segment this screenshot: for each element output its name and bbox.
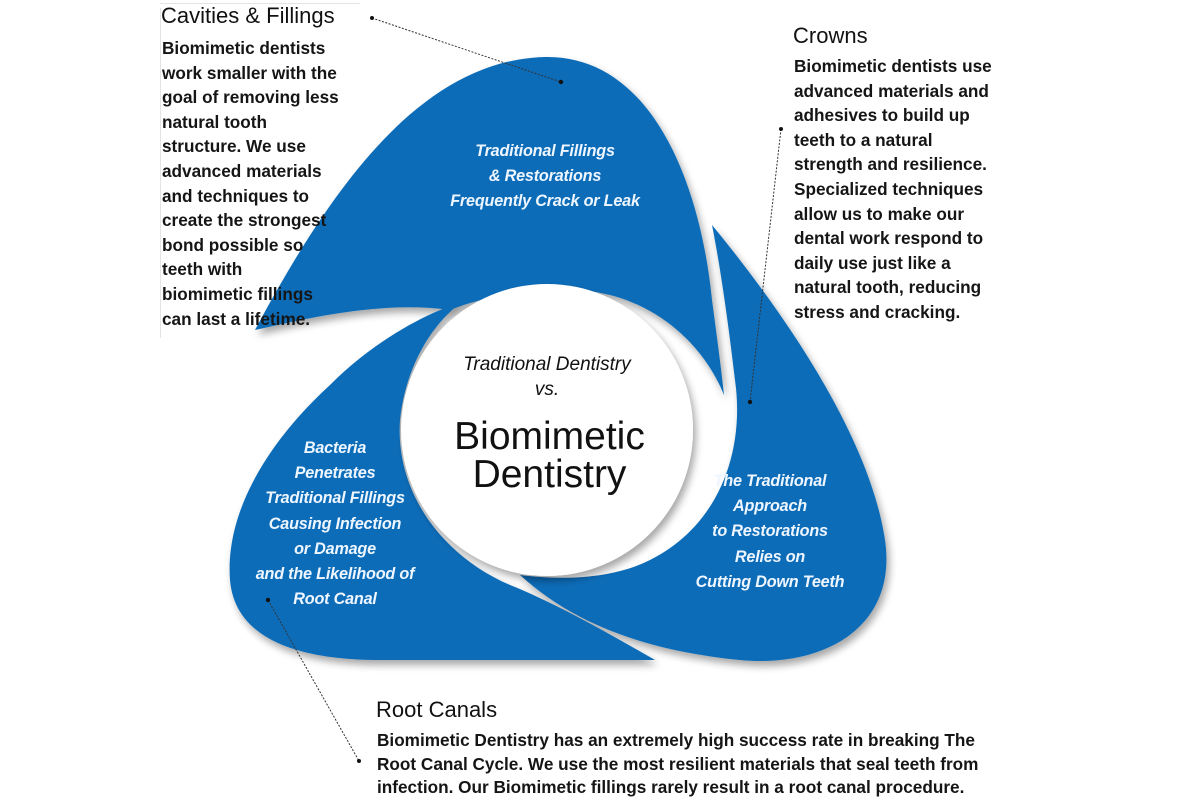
leader-dot xyxy=(265,597,271,603)
text-line: Biomimetic Dentistry has an extremely hi… xyxy=(377,730,975,750)
text-line: strength and resilience. xyxy=(794,154,987,175)
text-line: Root Canal xyxy=(293,590,377,609)
text-line: Penetrates xyxy=(294,464,376,483)
text-line: dental work respond to xyxy=(794,228,984,249)
text-line: vs. xyxy=(534,379,560,400)
text-line: Bacteria xyxy=(303,439,367,457)
text-line: Traditional Dentistry xyxy=(463,354,631,375)
leader-dot xyxy=(779,127,783,131)
text-line: infection. Our Biomimetic fillings rarel… xyxy=(377,777,965,797)
text-line: Relies on xyxy=(734,547,806,566)
callout-title-root-canals: Root Canals xyxy=(376,697,498,722)
text-line: Causing Infection xyxy=(268,514,402,533)
text-line: and the Likelihood of xyxy=(255,565,415,584)
text-line: Traditional Fillings xyxy=(475,142,615,160)
text-line: or Damage xyxy=(294,539,376,558)
text-line: Approach xyxy=(733,497,807,516)
text-line: Specialized techniques xyxy=(794,178,984,199)
center-circle xyxy=(401,284,693,576)
center-subtitle: Traditional Dentistry vs. xyxy=(427,352,667,402)
petal-top xyxy=(255,56,724,395)
text-line: advanced materials xyxy=(162,160,322,181)
text-line: create the strongest xyxy=(162,210,327,231)
text-line: Biomimetic dentists use xyxy=(794,56,992,76)
text-line: bond possible so xyxy=(162,234,304,255)
text-line: Frequently Crack or Leak xyxy=(450,192,640,211)
leader-line-crowns xyxy=(749,128,782,403)
text-line: work smaller with the xyxy=(162,62,337,83)
petal-right-text: The Traditional Approach to Restorations… xyxy=(670,469,870,595)
text-line: teeth with xyxy=(162,259,243,280)
text-line: Biomimetic dentists xyxy=(162,38,326,58)
leader-line-cavities xyxy=(371,17,562,83)
petal-left-text: Bacteria Penetrates Traditional Fillings… xyxy=(235,436,435,612)
center-title: Biomimetic Dentistry xyxy=(417,415,682,496)
leader-dot xyxy=(558,79,564,85)
leader-dot xyxy=(370,16,374,20)
leader-line-root-canals xyxy=(267,599,360,762)
text-line: & Restorations xyxy=(488,167,602,186)
text-line: allow us to make our xyxy=(794,203,965,224)
leader-dot xyxy=(357,759,361,763)
text-line: advanced materials and xyxy=(794,80,989,101)
text-line: daily use just like a xyxy=(794,252,951,273)
text-line: teeth to a natural xyxy=(794,129,933,150)
petal-left xyxy=(229,302,656,660)
text-line: Biomimetic xyxy=(454,415,645,458)
text-line: Root Canal Cycle. We use the most resili… xyxy=(377,753,979,774)
petal-top-text: Traditional Fillings & Restorations Freq… xyxy=(430,139,660,215)
callout-body-crowns: Biomimetic dentists use advanced materia… xyxy=(794,54,992,325)
panel-edge-left xyxy=(160,8,161,338)
text-line: Cutting Down Teeth xyxy=(695,572,845,591)
text-line: adhesives to build up xyxy=(794,105,970,126)
text-line: Traditional Fillings xyxy=(265,489,405,508)
text-line: stress and cracking. xyxy=(794,301,961,322)
callout-body-root-canals: Biomimetic Dentistry has an extremely hi… xyxy=(377,729,978,800)
text-line: natural tooth, reducing xyxy=(794,277,982,298)
text-line: biomimetic fillings xyxy=(162,283,313,304)
callout-body-cavities: Biomimetic dentists work smaller with th… xyxy=(162,36,339,331)
text-line: can last a lifetime. xyxy=(162,308,311,329)
text-line: Dentistry xyxy=(472,453,627,496)
leader-dot xyxy=(747,399,753,405)
text-line: The Traditional xyxy=(713,472,827,490)
text-line: natural tooth xyxy=(162,111,268,132)
panel-edge-top xyxy=(160,3,360,4)
text-line: to Restorations xyxy=(712,522,828,541)
text-line: goal of removing less xyxy=(162,87,339,108)
callout-title-crowns: Crowns xyxy=(793,23,868,48)
petal-right xyxy=(520,225,887,662)
text-line: structure. We use xyxy=(162,136,306,157)
callout-title-cavities: Cavities & Fillings xyxy=(161,3,335,28)
text-line: and techniques to xyxy=(162,185,310,206)
